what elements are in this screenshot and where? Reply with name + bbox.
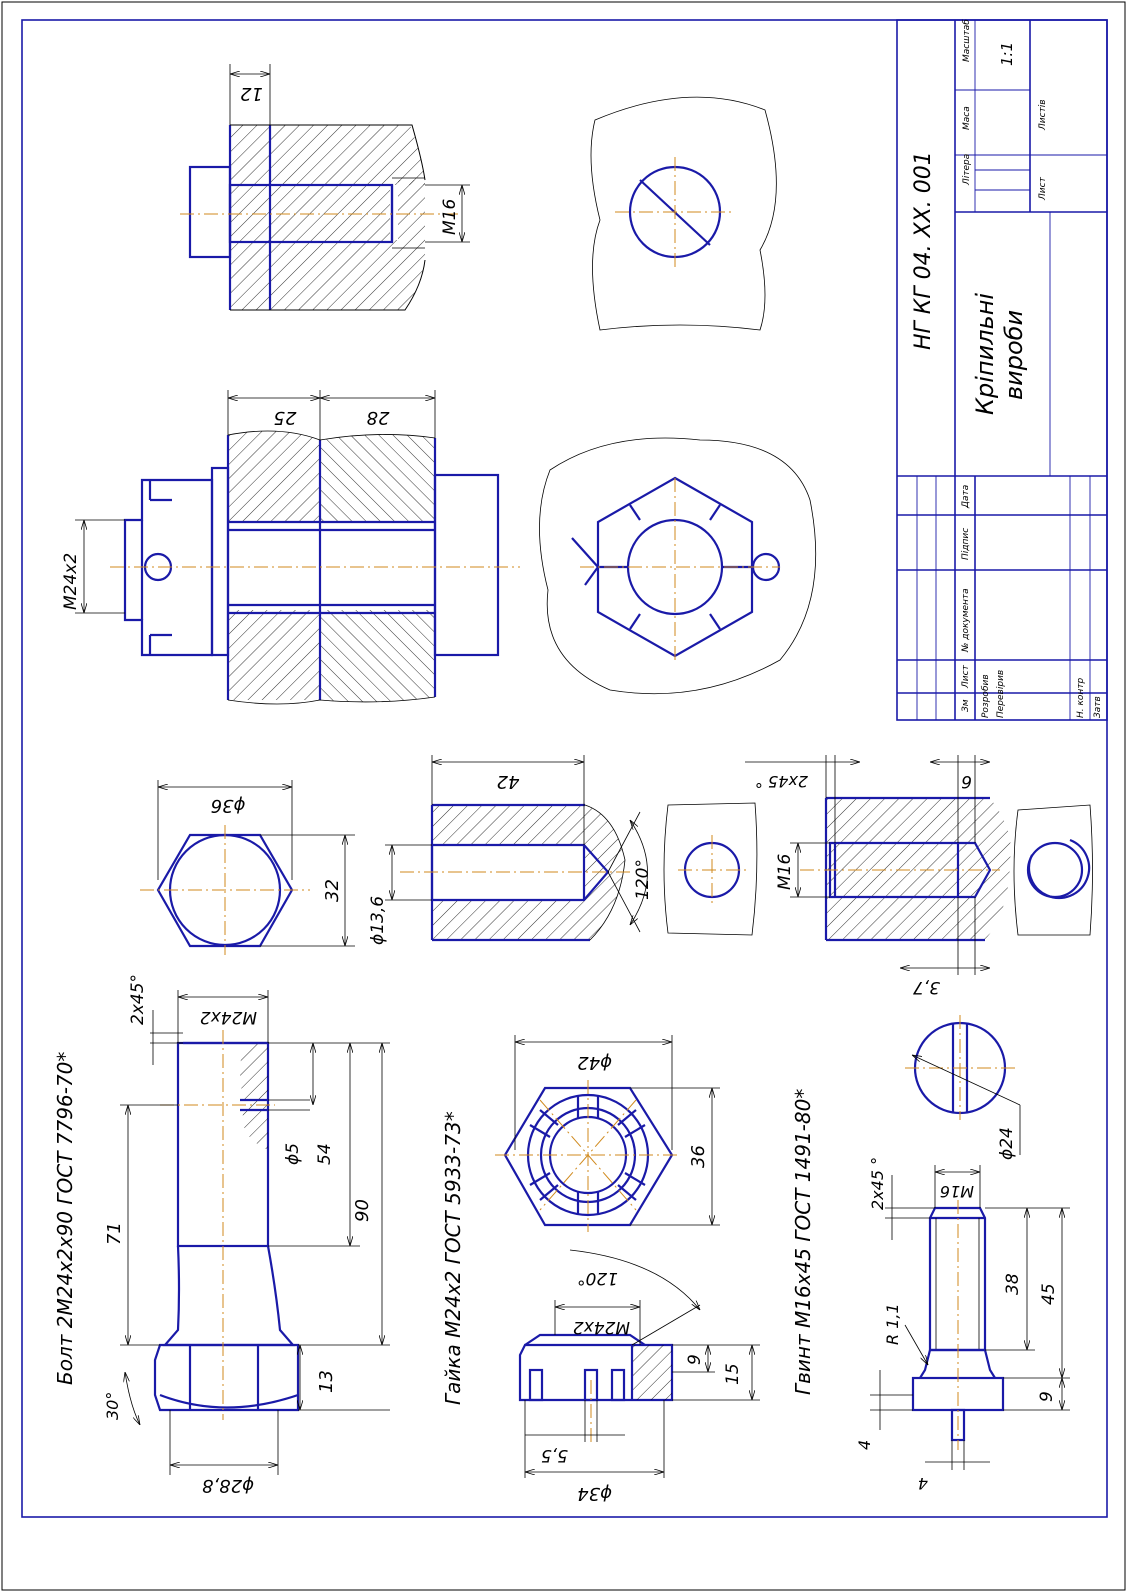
dim-6: 6: [961, 771, 972, 791]
dim-m24x2-nut: М24х2: [573, 1317, 630, 1337]
bolt-side-view: 2х45° М24х2 ϕ5 54 90 13 71 30° ϕ28,8: [53, 974, 390, 1496]
dim-4-b: 4: [918, 1474, 928, 1493]
dim-chamfer-bolt: 2х45°: [128, 974, 148, 1025]
dim-45: 45: [1039, 1283, 1059, 1305]
dim-phi28-8: ϕ28,8: [202, 1475, 254, 1496]
dim-42: 42: [497, 771, 520, 792]
sheets-label: Листів: [1038, 99, 1048, 131]
rev-lyst: Лист: [961, 664, 971, 689]
dim-54: 54: [315, 1143, 335, 1165]
screw-head-view: [590, 96, 777, 331]
castle-nut-top-view: [539, 437, 817, 695]
dim-r1-1: R 1,1: [883, 1303, 902, 1345]
sheet-label: Лист: [1038, 176, 1048, 201]
dim-3-7: 3,7: [913, 977, 940, 997]
dim-m16-screw: М16: [940, 1182, 974, 1201]
rev-date: Дата: [961, 485, 971, 509]
dim-phi13-6: ϕ13,6: [368, 896, 388, 945]
dim-4-a: 4: [855, 1440, 874, 1450]
title-block: НГ КГ 04. XX. 001 Кріпильні вироби Літер…: [896, 19, 1108, 721]
bolt-head-view: ϕ36 32: [140, 780, 355, 955]
col-litera: Літера: [962, 154, 972, 186]
drawing-designation: НГ КГ 04. XX. 001: [911, 151, 936, 350]
bolt-label: Болт 2М24х2х90 ГОСТ 7796-70*: [53, 1052, 77, 1385]
dim-9-screw: 9: [1037, 1391, 1057, 1402]
screw-head-face-view: ϕ24: [905, 1015, 1021, 1160]
dim-phi34: ϕ34: [577, 1483, 612, 1504]
role-checked: Перевірив: [996, 670, 1006, 718]
dim-13: 13: [316, 1370, 337, 1393]
role-approved: Затв: [1093, 696, 1103, 718]
rev-sign: Підпис: [961, 528, 971, 560]
drawing-title-line2: вироби: [1000, 310, 1028, 400]
rev-zm: Зм: [961, 699, 971, 712]
dim-5-5: 5,5: [541, 1445, 568, 1465]
nut-label: Гайка М24х2 ГОСТ 5933-73*: [441, 1111, 465, 1405]
castle-nut-face-view: ϕ42 36: [495, 1035, 720, 1232]
rev-doc: № документа: [961, 588, 971, 653]
screw-joint-section: 12 М16: [180, 64, 470, 311]
castle-nut-side-view: 120° М24х2 9 15 5,5 ϕ34 Гайка М24х2 ГОСТ…: [441, 1111, 760, 1504]
dim-12: 12: [240, 83, 263, 104]
col-masa: Маса: [962, 106, 972, 130]
col-masshtab: Масштаб: [962, 19, 972, 62]
dim-90: 90: [352, 1199, 373, 1222]
drawing-title-line1: Кріпильні: [971, 293, 999, 415]
dim-120-hole: 120°: [633, 859, 653, 900]
dim-chamfer-screw: 2х45 °: [868, 1157, 887, 1210]
dim-28: 28: [367, 407, 390, 428]
dim-phi36: ϕ36: [211, 795, 246, 816]
blind-hole-section: 42 ϕ13,6 120°: [368, 755, 758, 945]
drawing-frame: [21, 19, 1108, 1518]
dim-32: 32: [322, 879, 343, 902]
dim-30: 30°: [103, 1392, 122, 1420]
dim-m16-top: М16: [440, 199, 460, 235]
bolt-joint-section: 25 28 М24х2: [61, 390, 520, 705]
dim-chamfer-mid: 2х45 °: [755, 772, 808, 791]
scale-value: 1:1: [998, 42, 1016, 66]
threaded-hole-section: М16 2х45 ° 6 3,7: [745, 755, 1093, 997]
dim-25: 25: [274, 407, 297, 428]
dim-38: 38: [1003, 1273, 1023, 1295]
dim-m24x2-bolt: М24х2: [200, 1007, 257, 1027]
dim-36: 36: [688, 1145, 709, 1168]
dim-m16-mid: М16: [775, 854, 795, 890]
dim-15: 15: [723, 1363, 743, 1385]
dim-71: 71: [104, 1222, 125, 1245]
dim-phi42: ϕ42: [577, 1052, 612, 1073]
screw-side-view: 2х45 ° М16 R 1,1 38 45 9 4 4 Гвинт М16х4…: [791, 1089, 1070, 1493]
dim-120-nut: 120°: [577, 1268, 618, 1288]
screw-label: Гвинт М16х45 ГОСТ 1491-80*: [791, 1089, 815, 1395]
role-norm: Н. контр: [1076, 677, 1086, 718]
dim-m24x2-left: М24х2: [61, 553, 81, 610]
dim-9-nut: 9: [685, 1354, 705, 1365]
role-developed: Розробив: [981, 674, 991, 718]
dim-phi24: ϕ24: [997, 1127, 1017, 1160]
dim-phi5: ϕ5: [283, 1143, 303, 1165]
